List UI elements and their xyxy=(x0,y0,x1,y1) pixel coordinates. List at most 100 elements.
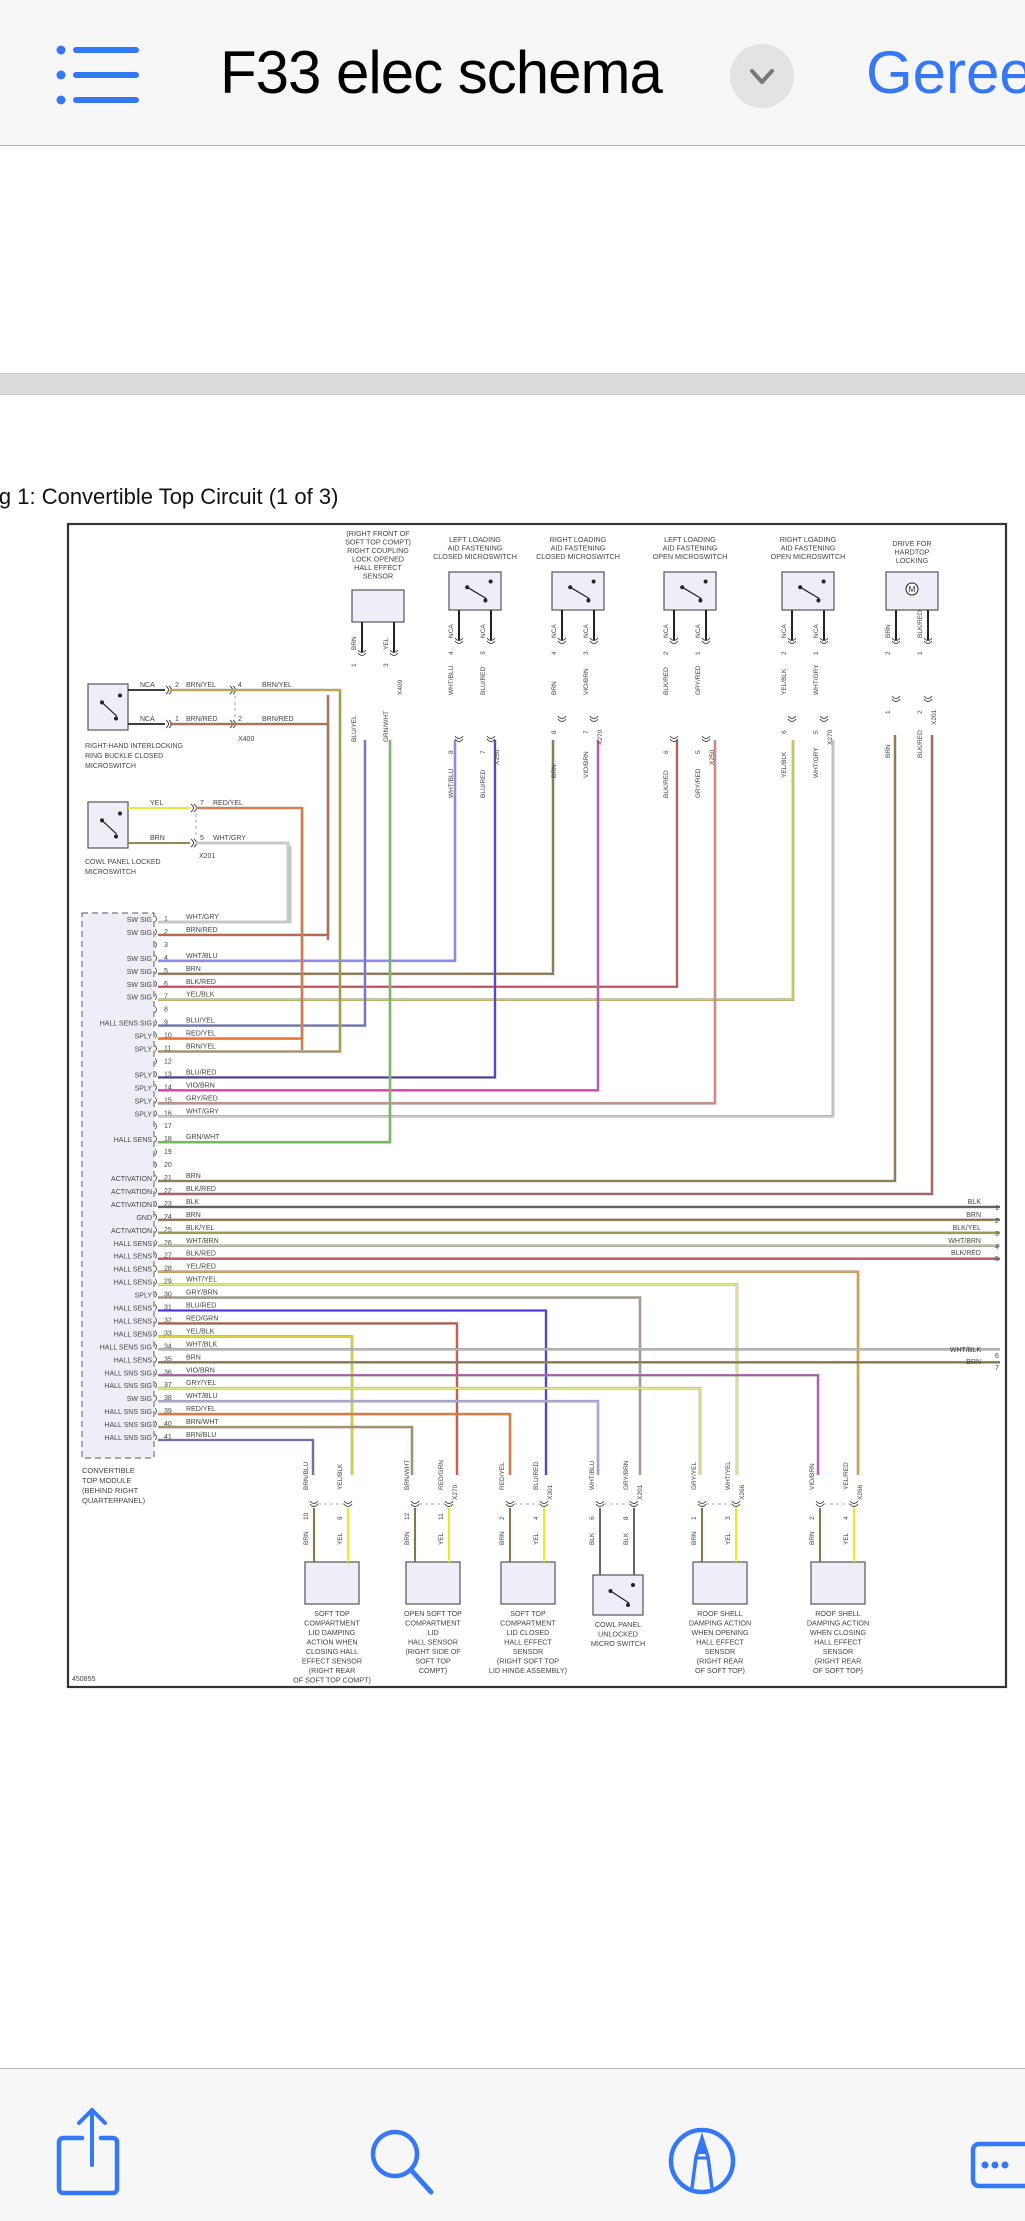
bottom-component-label: ROOF SHELL xyxy=(697,1609,743,1618)
pin-function-label: HALL SENS SIG xyxy=(100,1021,152,1028)
top-connector-b xyxy=(357,652,367,656)
top-upper-wire-label: YEL xyxy=(383,637,390,650)
top-component-4 xyxy=(781,571,835,611)
top-lower-pin-label: 7 xyxy=(480,750,487,754)
bottom-lower-wire-label: BRN xyxy=(404,1531,411,1545)
pin-number: 3 xyxy=(164,942,168,949)
search-icon[interactable] xyxy=(365,2124,440,2199)
right-exit-number: 1 xyxy=(995,1205,999,1212)
motor-m-label: M xyxy=(909,585,916,594)
bottom-connector xyxy=(410,1500,420,1504)
bottom-component-label: SENSOR xyxy=(823,1647,853,1656)
top-component-1 xyxy=(448,571,502,611)
pin-function-label: SW SIG xyxy=(127,982,152,989)
more-icon[interactable] xyxy=(970,2141,1025,2189)
pin-number: 12 xyxy=(164,1058,172,1065)
bottom-connector xyxy=(444,1500,454,1504)
pin-function-label: HALL SENS xyxy=(114,1254,153,1261)
top-component-4-lever xyxy=(799,586,820,600)
bottom-component-label: COMPARTMENT xyxy=(500,1619,556,1628)
pin-number: 29 xyxy=(164,1279,172,1286)
list-icon[interactable] xyxy=(55,44,141,106)
top-mid-wire-label: YEL/BLK xyxy=(781,668,788,695)
pin-function-label: SW SIG xyxy=(127,930,152,937)
top-upper-wire-label: BRN xyxy=(351,636,358,650)
pin-number: 13 xyxy=(164,1071,172,1078)
bottom-lower-wire-label: BLK xyxy=(589,1532,596,1545)
top-connector-b xyxy=(787,640,797,644)
top-mid-wire-label: WHT/GRY xyxy=(813,664,820,695)
top-lower-connector-b xyxy=(923,698,933,702)
wire-pin-41 xyxy=(158,1439,314,1475)
pin-wire-label: BLU/YEL xyxy=(186,1018,215,1025)
pin-wire-label: WHT/BRN xyxy=(186,1238,219,1245)
top-connector-b xyxy=(589,640,599,644)
pin-connector-mark xyxy=(154,1394,157,1402)
top-lower-connector-b xyxy=(891,698,901,702)
top-component-3-contact-b xyxy=(698,598,703,603)
pin-function-label: HALL SENS xyxy=(114,1306,153,1313)
done-button[interactable]: Geree xyxy=(866,39,1025,106)
pin-wire-label: YEL/BLK xyxy=(186,992,215,999)
top-component-label: AID FASTENING xyxy=(448,544,503,553)
top-lower-wire-label: WHT/BLU xyxy=(448,768,455,798)
pin-function-label: ACTIVATION xyxy=(111,1176,152,1183)
bottom-connector-b xyxy=(595,1503,605,1507)
wire-red-yel-left xyxy=(196,807,303,1050)
right-exit-wire-label: BRN xyxy=(966,1359,981,1366)
pin-number: 1 xyxy=(164,916,168,923)
pin-connector-mark xyxy=(154,1084,157,1091)
top-component-label: HALL EFFECT xyxy=(354,563,402,572)
pin-function-label: SPLY xyxy=(135,1098,153,1105)
top-upper-wire-label: BRN xyxy=(885,624,892,638)
pin-function-label: HALL SENS xyxy=(114,1241,153,1248)
pin-number: 33 xyxy=(164,1330,172,1337)
pin-function-label: SW SIG xyxy=(127,1396,152,1403)
share-icon[interactable] xyxy=(55,2105,130,2200)
top-pin-label: 2 xyxy=(781,651,788,655)
left-connector-1 xyxy=(165,685,169,695)
top-lower-wire-label: BLK/RED xyxy=(917,730,924,758)
pin-connector-mark xyxy=(154,1265,157,1272)
title-menu-button[interactable] xyxy=(730,44,794,108)
pin-wire-label: BRN/RED xyxy=(186,927,218,934)
bottom-component-label: (RIGHT REAR xyxy=(309,1666,356,1675)
bottom-component-label: DAMPING ACTION xyxy=(689,1619,751,1628)
top-component-4-contact-c xyxy=(821,579,826,584)
left-connector-id: X400 xyxy=(238,736,254,743)
top-connector xyxy=(891,637,901,641)
wire-pin-30 xyxy=(158,1296,641,1475)
pin-function-label: SPLY xyxy=(135,1047,153,1054)
top-component-label: AID FASTENING xyxy=(551,544,606,553)
top-component-label: CLOSED MICROSWITCH xyxy=(433,552,517,561)
top-pin-label: 4 xyxy=(551,651,558,655)
top-component-label: OPEN MICROSWITCH xyxy=(771,552,846,561)
top-pin-label: 3 xyxy=(583,651,590,655)
bottom-component-label: DAMPING ACTION xyxy=(807,1619,869,1628)
bottom-component-label: SENSOR xyxy=(705,1647,735,1656)
pin-function-label: HALL SNS SIG xyxy=(104,1409,152,1416)
pin-connector-mark xyxy=(154,980,157,988)
top-mid-wire-label: GRY/RED xyxy=(695,665,702,695)
bottom-upper-wire-label: BLU/RED xyxy=(533,1462,540,1490)
wire-pin-38 xyxy=(158,1400,599,1475)
pin-connector-mark xyxy=(154,1032,157,1039)
document-title[interactable]: F33 elec schema xyxy=(220,39,663,106)
wire-pin-28 xyxy=(158,1270,859,1475)
left-wire-label-b: BRN/RED xyxy=(186,716,218,723)
bottom-component-label: WHEN CLOSING xyxy=(810,1628,867,1637)
bottom-connector-id: X266 xyxy=(857,1484,864,1500)
top-component-1-contact-b xyxy=(483,598,488,603)
pin-function-label: ACTIVATION xyxy=(111,1228,152,1235)
pin-number: 19 xyxy=(164,1149,172,1156)
pin-connector-mark xyxy=(154,1304,157,1311)
bottom-connector-b xyxy=(539,1503,549,1507)
bottom-upper-wire-label: GRY/YEL xyxy=(691,1462,698,1490)
top-mid-wire-label: BLU/RED xyxy=(480,667,487,695)
pin-function-label: HALL SNS SIG xyxy=(104,1435,152,1442)
markup-icon[interactable] xyxy=(665,2124,740,2199)
top-lower-connector-b xyxy=(701,738,711,742)
pin-number: 10 xyxy=(164,1033,172,1040)
pin-function-label: HALL SENS xyxy=(114,1137,153,1144)
pin-connector-mark xyxy=(154,1252,157,1259)
